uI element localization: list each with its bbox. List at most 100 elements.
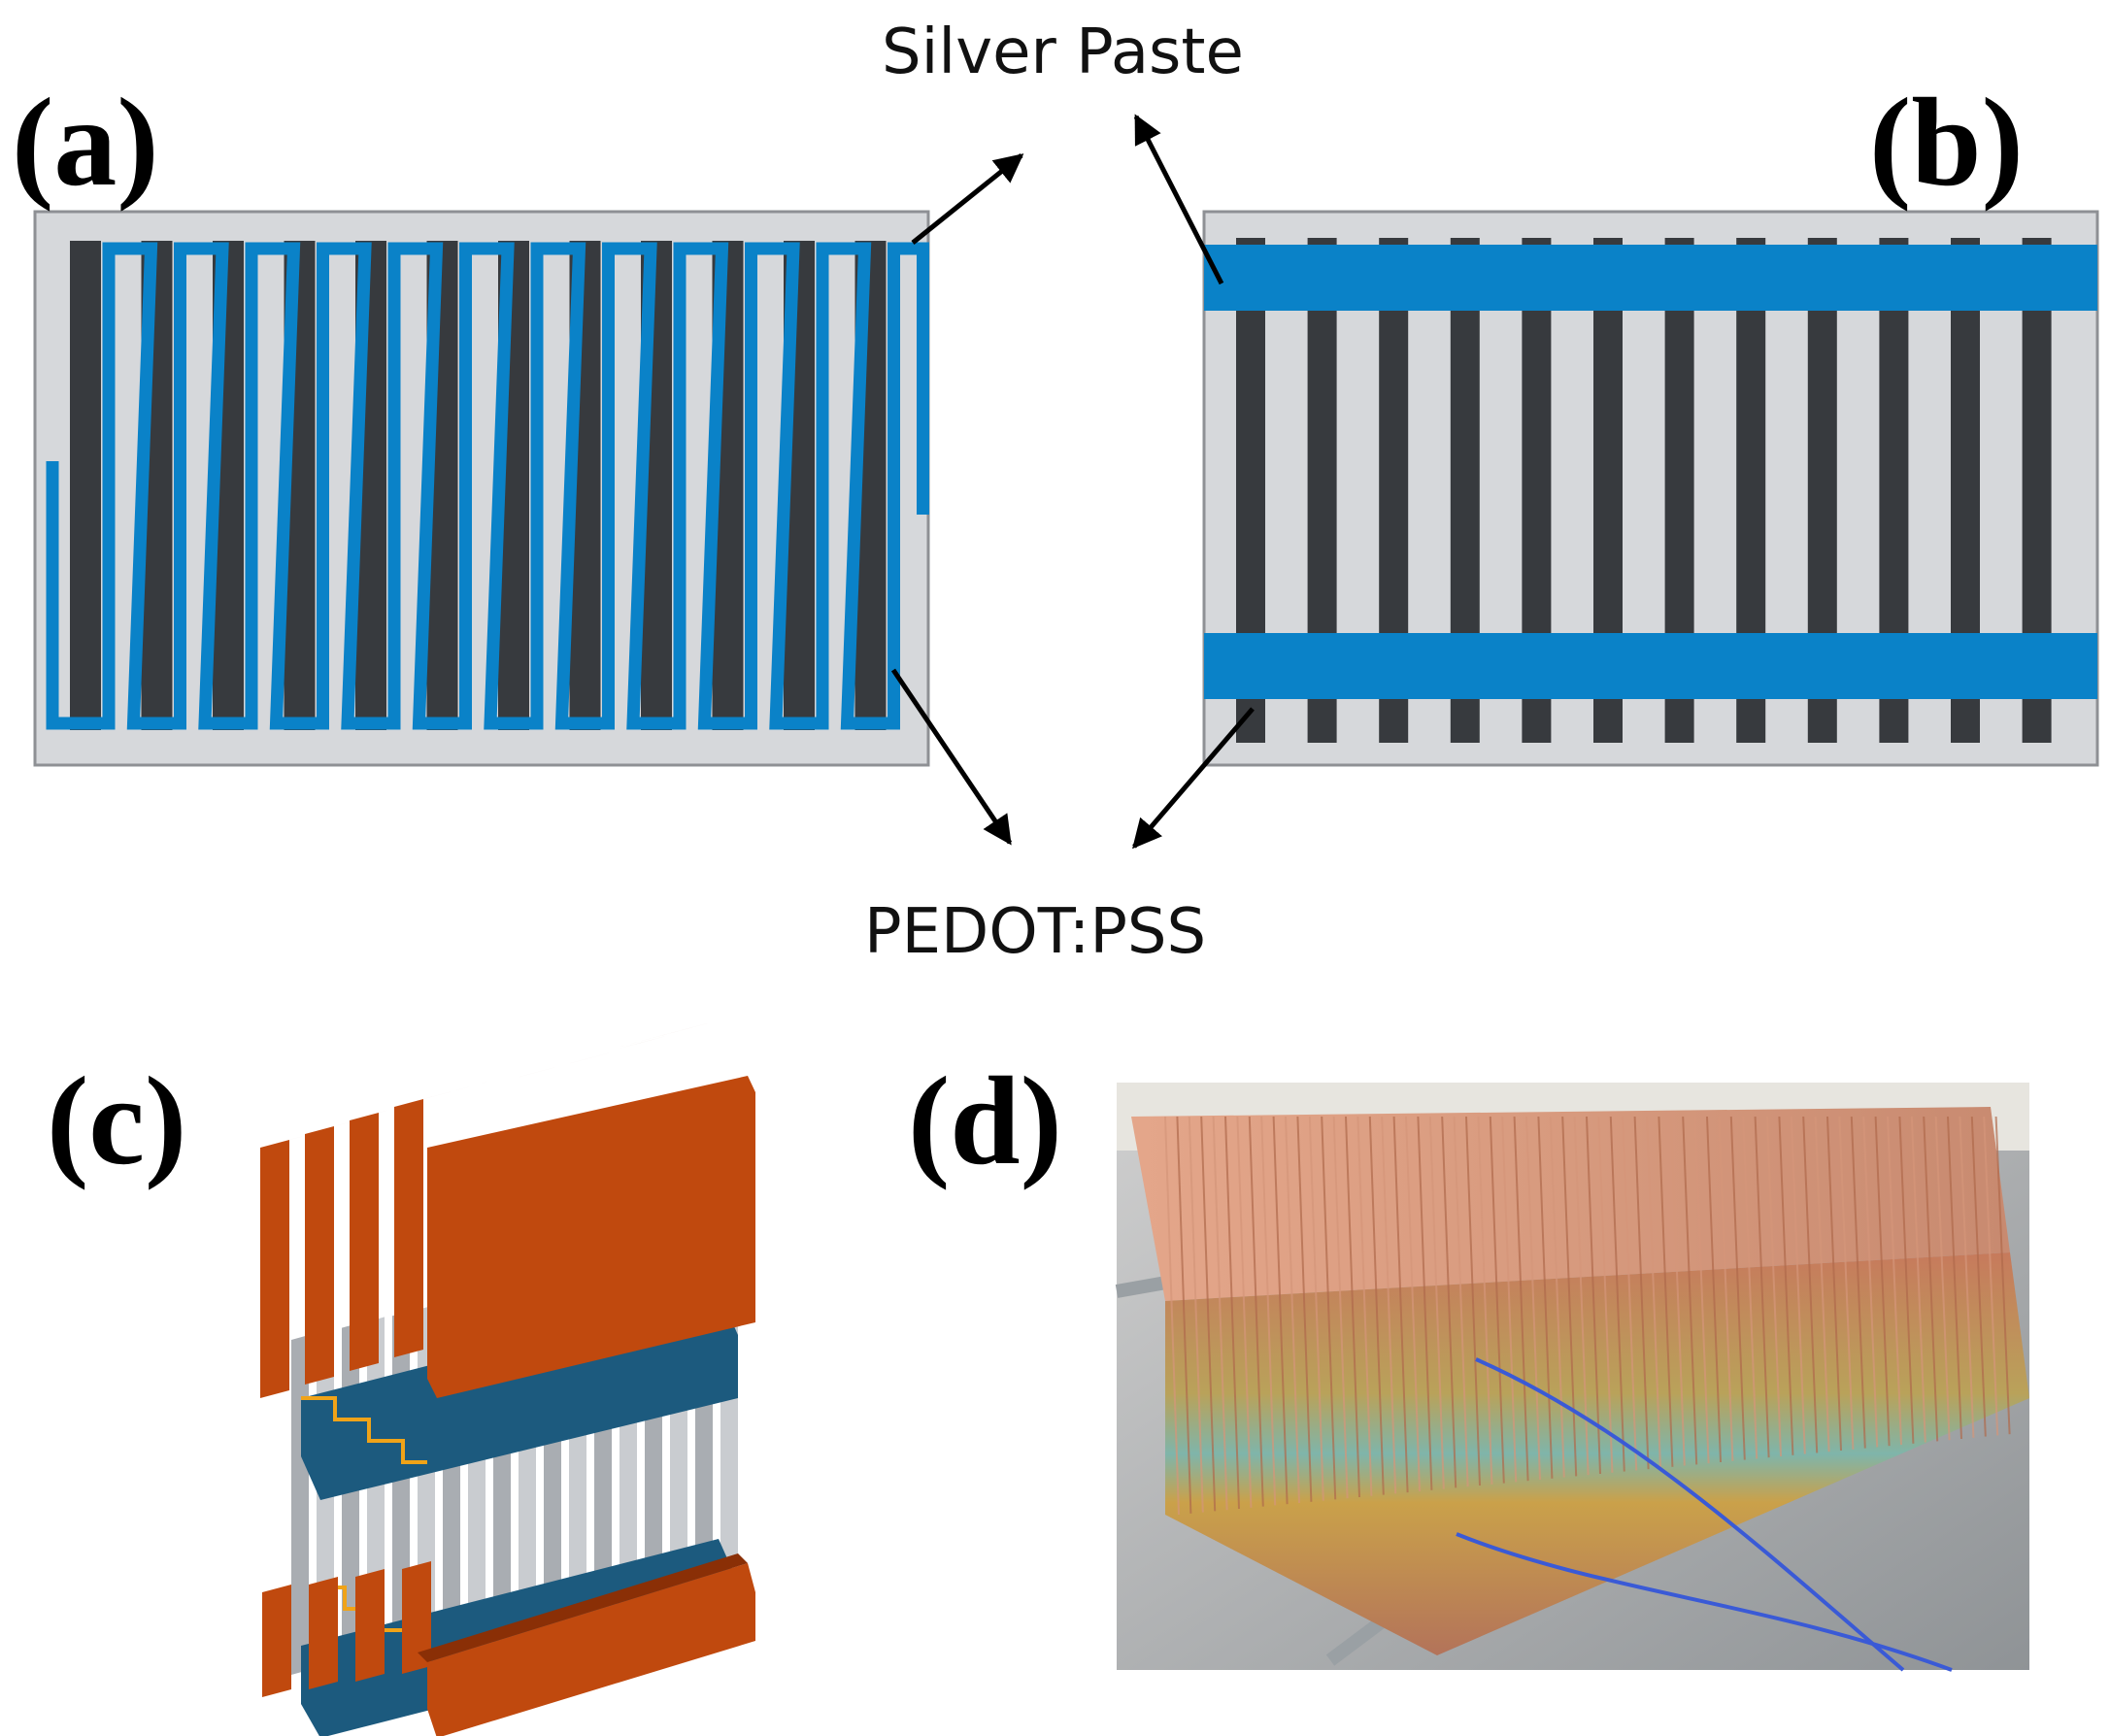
panel-c-copper-plates-bottom <box>262 1553 755 1736</box>
photo-plate-line <box>1308 1116 1324 1501</box>
panel-c-copper-plate <box>260 1140 289 1398</box>
photo-plate-line <box>1381 1116 1397 1494</box>
photo-plate-line <box>1501 1116 1518 1483</box>
photo-wire-1 <box>1475 1357 1905 1672</box>
photo-plate-line <box>1537 1116 1554 1479</box>
photo-plate-line <box>1345 1116 1360 1498</box>
panel-c-leg <box>291 1335 309 1675</box>
photo-stack-plate-lines <box>1164 1116 2011 1516</box>
photo-plate-line <box>1356 1116 1373 1496</box>
photo-plate-line <box>1573 1116 1590 1476</box>
photo-plate-line <box>1814 1116 1830 1452</box>
photo-plate-line <box>1646 1116 1661 1469</box>
photo-plate-line <box>1176 1116 1192 1514</box>
photo-plate-line <box>1212 1116 1228 1511</box>
photo-plate-line <box>1368 1116 1385 1495</box>
photo-plate-line <box>1477 1116 1493 1485</box>
photo-plate-line <box>1838 1116 1855 1450</box>
photo-plate-line <box>1959 1116 1975 1438</box>
photo-wire-2 <box>1456 1532 1953 1672</box>
panel-label-d: (d) <box>908 1052 1062 1191</box>
photo-plate-line <box>1200 1116 1217 1512</box>
photo-plate-line <box>1417 1116 1433 1490</box>
photo-plate-line <box>1742 1116 1758 1459</box>
photo-plate-line <box>1766 1116 1782 1457</box>
photo-plate-line <box>1887 1116 1902 1446</box>
photo-plate-line <box>1525 1116 1541 1481</box>
panel-label-a: (a) <box>12 73 159 213</box>
photo-plate-line <box>1296 1116 1313 1502</box>
photo-plate-line <box>1453 1116 1469 1487</box>
photo-plate-line <box>1321 1116 1337 1500</box>
arrow-icon <box>890 668 1013 846</box>
photo-plate-line <box>1874 1116 1891 1447</box>
photo-plate-line <box>1285 1116 1300 1504</box>
photo-plate-line <box>1718 1116 1734 1461</box>
photo-plate-line <box>1188 1116 1204 1513</box>
callout-silver-paste: Silver Paste <box>882 17 1244 88</box>
photo-plate-line <box>1392 1116 1409 1493</box>
photo-plate-line <box>1778 1116 1794 1455</box>
photo-plate-line <box>1489 1116 1505 1484</box>
panel-b-silver-paste-band-top <box>1204 245 2097 311</box>
photo-plate-line <box>1561 1116 1578 1477</box>
photo-plate-line <box>1236 1116 1253 1508</box>
photo-plate-line <box>1850 1116 1866 1449</box>
photo-plate-line <box>1622 1116 1638 1471</box>
photo-plate-line <box>1633 1116 1650 1470</box>
photo-plate-line <box>1934 1116 1951 1441</box>
photo-plate-line <box>1983 1116 1999 1436</box>
panel-c-copper-plate <box>350 1113 379 1371</box>
photo-plate-line <box>1669 1116 1686 1466</box>
photo-plate-line <box>1586 1116 1601 1475</box>
panel-d-photo <box>1115 1083 2029 1672</box>
photo-plate-line <box>1428 1116 1445 1489</box>
photo-plate-line <box>1970 1116 1987 1437</box>
photo-plate-line <box>1910 1116 1926 1443</box>
panel-c-connector-upper <box>301 1396 427 1464</box>
panel-a-serpentine-device <box>33 210 930 767</box>
photo-plate-line <box>1790 1116 1806 1454</box>
panel-c-copper-plate <box>394 1099 423 1357</box>
photo-plate-line <box>1693 1116 1710 1464</box>
arrow-icon <box>1132 707 1255 850</box>
photo-plate-line <box>1513 1116 1529 1482</box>
photo-plate-line <box>1729 1116 1746 1460</box>
photo-plate-line <box>1272 1116 1289 1505</box>
arrow-icon <box>1133 114 1224 285</box>
photo-plate-line <box>1164 1116 1180 1516</box>
photo-plate-line <box>1994 1116 2011 1435</box>
callout-arrows <box>890 114 1255 850</box>
photo-plate-line <box>1754 1116 1770 1458</box>
arrow-icon <box>911 153 1024 245</box>
panel-a-silver-paste-trace <box>46 242 929 730</box>
panel-a-pedot-leg <box>70 241 101 730</box>
panel-c-module-schematic <box>260 1021 755 1736</box>
panel-label-c: (c) <box>47 1052 187 1191</box>
photo-plate-line <box>1441 1116 1457 1488</box>
callout-pedot-pss: PEDOT:PSS <box>864 896 1207 968</box>
photo-plate-line <box>1658 1116 1674 1467</box>
photo-plate-line <box>1706 1116 1722 1463</box>
photo-plate-line <box>1682 1116 1698 1465</box>
panel-c-copper-plates-top <box>260 1021 755 1398</box>
photo-plate-line <box>1224 1116 1240 1510</box>
photo-plate-line <box>1248 1116 1264 1507</box>
photo-plate-line <box>1802 1116 1819 1453</box>
panel-label-b: (b) <box>1869 73 2024 213</box>
photo-plate-line <box>1260 1116 1277 1506</box>
panel-b-silver-paste-band-bottom <box>1204 633 2097 699</box>
photo-plate-line <box>1862 1116 1879 1448</box>
panel-c-copper-plate <box>305 1126 334 1385</box>
photo-plate-line <box>1947 1116 1962 1440</box>
photo-plate-line <box>1597 1116 1614 1473</box>
photo-plate-line <box>1923 1116 1939 1442</box>
photo-plate-line <box>1465 1116 1481 1486</box>
panel-c-copper-front-plate <box>427 1076 755 1398</box>
photo-plate-line <box>1549 1116 1565 1478</box>
photo-plate-line <box>1898 1116 1915 1444</box>
photo-plate-line <box>1609 1116 1625 1472</box>
photo-plate-line <box>1826 1116 1842 1452</box>
photo-plate-line <box>1332 1116 1349 1499</box>
